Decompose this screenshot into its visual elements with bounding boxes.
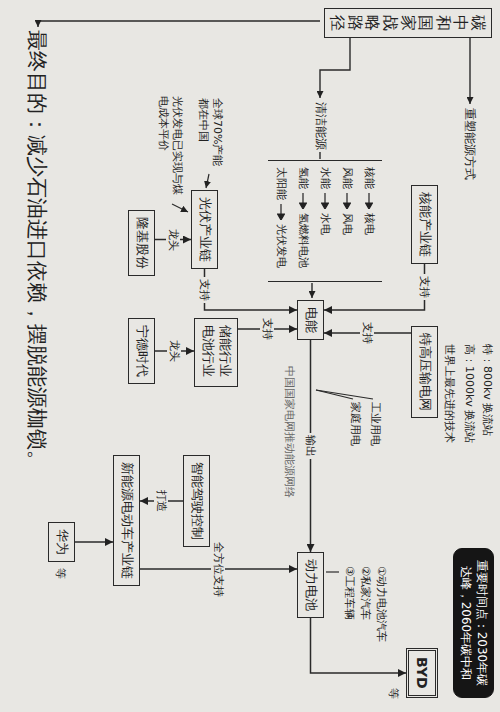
box-text: BYD [413, 657, 431, 689]
edge-label: 支持 [417, 274, 431, 300]
energy-row: 氢能氢燃料电池 [292, 167, 314, 275]
box-text: 光伏产业链 [196, 197, 213, 262]
etc-note: 等 [53, 568, 67, 579]
leader-line [316, 390, 353, 399]
energy-row: 太阳能光伏发电 [270, 167, 292, 275]
list-item: ③工程车辆 [342, 566, 356, 620]
goal-text: 最终目的：减少石油进口依赖，摆脱能源枷锁。 [23, 30, 50, 471]
box-text: 核能产业链 [416, 192, 433, 257]
grid-box: 特高压输电网 [411, 326, 438, 418]
edge-label: 支持 [360, 320, 374, 346]
energy-output: 核电 [362, 213, 376, 235]
row-arrow [321, 193, 329, 209]
goal-line [38, 21, 320, 27]
usage-label: 工业用电 [368, 402, 382, 446]
connector [205, 269, 298, 310]
box-text: 储能行业 电池行业 [199, 325, 233, 380]
arrow-line [366, 193, 373, 209]
industry-box: 核能产业链 [411, 185, 438, 264]
box-text: 隆基股份 [133, 217, 150, 269]
branch-line [319, 152, 320, 159]
battery-box: 动力电池 [297, 552, 324, 618]
connector [75, 541, 113, 543]
hub-box: 电能 [297, 300, 324, 340]
title-box: 碳中和国家战略路径 [324, 8, 492, 38]
tech-box: 智能驾驶控制 [183, 455, 210, 547]
box-text: 宁德时代 [133, 325, 150, 377]
row-arrow [365, 193, 373, 209]
branch-label: 清洁能源 [312, 102, 328, 150]
leader-line [316, 390, 373, 399]
energy-output: 风电 [340, 213, 354, 235]
leader-line [326, 571, 339, 572]
timeline-badge: 重要时间点：2030年碳达峰，2060年碳中和 [453, 548, 494, 698]
row-arrow [299, 193, 307, 209]
note-text: 光伏发电已实现与煤电成本平价 [155, 96, 184, 202]
branch-line [469, 36, 470, 104]
edge-label: 支持 [260, 316, 274, 342]
energy-bracket: 核能核电风能风电水能水电氢能氢燃料电池太阳能光伏发电 [268, 160, 382, 282]
note-text: 世界上最先进的技术 [442, 344, 456, 443]
energy-source: 水能 [318, 167, 332, 189]
etc-note: 等 [386, 688, 400, 699]
edge-label: 龙头 [166, 227, 180, 253]
energy-source: 氢能 [296, 167, 310, 189]
connector [324, 264, 425, 310]
branch-label: 重塑能源方式 [461, 108, 477, 180]
energy-source: 太阳能 [274, 167, 288, 200]
energy-row: 水能水电 [314, 167, 336, 275]
edge-label: 龙头 [167, 338, 181, 364]
energy-source: 核能 [362, 167, 376, 189]
merge-arrow [311, 283, 312, 298]
energy-output: 水电 [318, 213, 332, 235]
energy-row: 核能核电 [358, 167, 380, 275]
spec-note: 特：800kv 换流站 [480, 344, 494, 436]
energy-output: 氢燃料电池 [296, 213, 310, 268]
box-text: 电能 [302, 307, 319, 333]
watermark-text: 中国国家电网推动能源网络 [282, 366, 296, 498]
edge-label: 全方位支持 [211, 540, 225, 599]
energy-output: 光伏发电 [274, 224, 288, 268]
spec-note: 高：1000kv 换流站 [462, 344, 476, 443]
edge-label: 输出 [303, 433, 317, 459]
edge-label: 支持 [197, 277, 211, 303]
box-text: 华为 [53, 529, 70, 555]
industry-box: 光伏产业链 [191, 190, 218, 269]
edge-label: 打造 [154, 488, 168, 514]
company-box: 隆基股份 [128, 210, 155, 276]
note-arrow [172, 204, 188, 212]
box-text: 智能驾驶控制 [188, 462, 205, 540]
arrow-line [322, 193, 329, 209]
arrow-line [344, 193, 351, 209]
company-box: BYD [406, 648, 438, 698]
box-text: 碳中和国家战略路径 [329, 15, 487, 31]
box-text: 动力电池 [302, 559, 319, 611]
note-arrow [206, 174, 209, 188]
note-text: 全球70%产能 都在中国 [195, 98, 224, 172]
industry-box: 新能源电动车产业链 [113, 455, 140, 586]
box-text: 特高压输电网 [416, 333, 433, 411]
branch-line [320, 36, 350, 98]
industry-box: 储能行业 电池行业 [194, 318, 238, 387]
row-arrow [343, 193, 351, 209]
box-text: 新能源电动车产业链 [118, 462, 135, 579]
list-item: ②私家汽车 [358, 566, 372, 620]
arrow-line [278, 204, 285, 220]
list-item: ①动力电池汽车 [374, 566, 388, 642]
box-text: 重要时间点：2030年碳达峰，2060年碳中和 [458, 555, 489, 691]
energy-row: 风能风电 [336, 167, 358, 275]
company-box: 宁德时代 [128, 318, 155, 384]
connector [311, 618, 407, 673]
row-arrow [277, 204, 285, 220]
company-box: 华为 [48, 522, 75, 562]
energy-source: 风能 [340, 167, 354, 189]
usage-label: 家庭用电 [348, 402, 362, 446]
arrow-line [300, 193, 307, 209]
